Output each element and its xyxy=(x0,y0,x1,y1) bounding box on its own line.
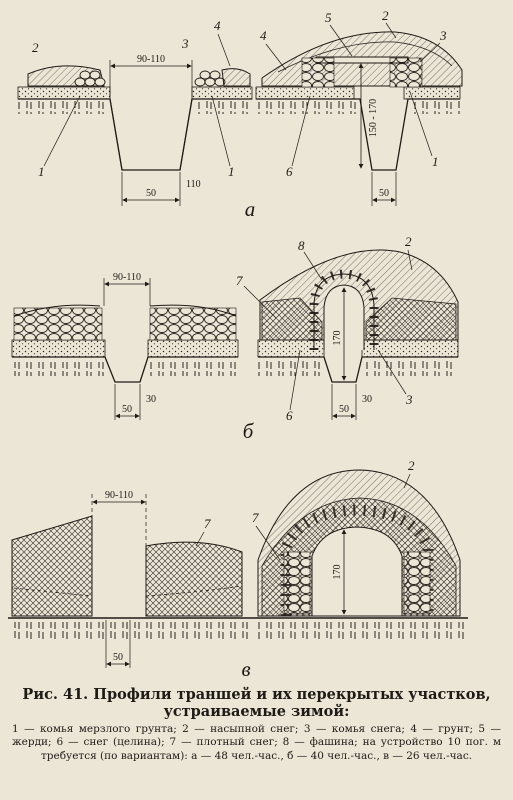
variant-a-depth-label: 150 - 170 xyxy=(368,99,379,137)
variant-b-top-width-label: 90-110 xyxy=(113,272,141,283)
variant-a-bottom-side-label: 110 xyxy=(186,179,201,190)
variant-b-left-bottom-width-label: 50 xyxy=(122,404,132,415)
callout-b-right-7: 7 xyxy=(236,273,243,288)
caption-legend: 1 — комья мерзлого грунта; 2 — насыпной … xyxy=(12,723,501,762)
variant-a: 90-110 50 110 2 1 3 4 1 xyxy=(17,8,463,221)
callout-a-right-3: 3 xyxy=(439,28,447,43)
variant-c-top-width-label: 90-110 xyxy=(105,490,133,501)
variant-a-right-bottom-width-label: 50 xyxy=(379,188,389,199)
variant-c-covered-trench: 170 2 7 xyxy=(252,458,468,640)
variant-a-top-width-label: 90-110 xyxy=(137,54,165,65)
callout-a-right-1: 1 xyxy=(432,154,439,169)
callout-c-right-7: 7 xyxy=(252,510,259,525)
variant-b-right-bottom-side-label: 30 xyxy=(362,394,372,405)
callout-a-middle-1: 1 xyxy=(228,164,235,179)
figure-caption: Рис. 41. Профили траншей и их перекрытых… xyxy=(12,686,501,763)
callout-a-right-2: 2 xyxy=(382,8,389,23)
variant-a-open-trench: 90-110 50 110 2 1 3 4 1 xyxy=(17,18,253,206)
callout-c-left-7: 7 xyxy=(204,516,211,531)
callout-a-left-1: 1 xyxy=(38,164,45,179)
callout-a-right-5: 5 xyxy=(325,10,332,25)
variant-b-right-bottom-width-label: 50 xyxy=(339,404,349,415)
callout-b-right-2: 2 xyxy=(405,234,412,249)
callout-a-right-6: 6 xyxy=(286,164,293,179)
variant-b-left-bottom-side-label: 30 xyxy=(146,394,156,405)
variant-c-label: в xyxy=(241,657,250,681)
variant-b-height-label: 170 xyxy=(332,331,343,346)
variant-b: 90-110 50 30 170 50 30 8 xyxy=(11,234,459,443)
callout-a-left-2: 2 xyxy=(32,40,39,55)
variant-a-label: а xyxy=(245,197,256,221)
variant-b-open-trench: 90-110 50 30 xyxy=(11,272,239,420)
caption-title: Рис. 41. Профили траншей и их перекрытых… xyxy=(22,686,491,720)
callout-a-middle-4: 4 xyxy=(214,18,221,33)
variant-c-bottom-width-label: 50 xyxy=(113,652,123,663)
variant-c-height-label: 170 xyxy=(332,565,343,580)
variant-c-open-trench: 90-110 50 7 xyxy=(8,490,252,668)
variant-b-covered-trench: 170 50 30 8 2 7 6 3 xyxy=(236,234,459,423)
callout-a-right-4: 4 xyxy=(260,28,267,43)
callout-b-right-6: 6 xyxy=(286,408,293,423)
callout-b-right-8: 8 xyxy=(298,238,305,253)
variant-b-label: б xyxy=(243,419,255,443)
variant-a-bottom-width-label: 50 xyxy=(146,188,156,199)
callout-b-right-3: 3 xyxy=(405,392,413,407)
trench-profiles-figure: 90-110 50 110 2 1 3 4 1 xyxy=(8,8,468,681)
callout-c-right-2: 2 xyxy=(408,458,415,473)
callout-a-middle-3: 3 xyxy=(181,36,189,51)
variant-a-covered-trench: 150 - 170 50 5 2 4 3 6 1 xyxy=(255,8,463,206)
variant-c: 90-110 50 7 170 2 7 в xyxy=(8,458,468,681)
